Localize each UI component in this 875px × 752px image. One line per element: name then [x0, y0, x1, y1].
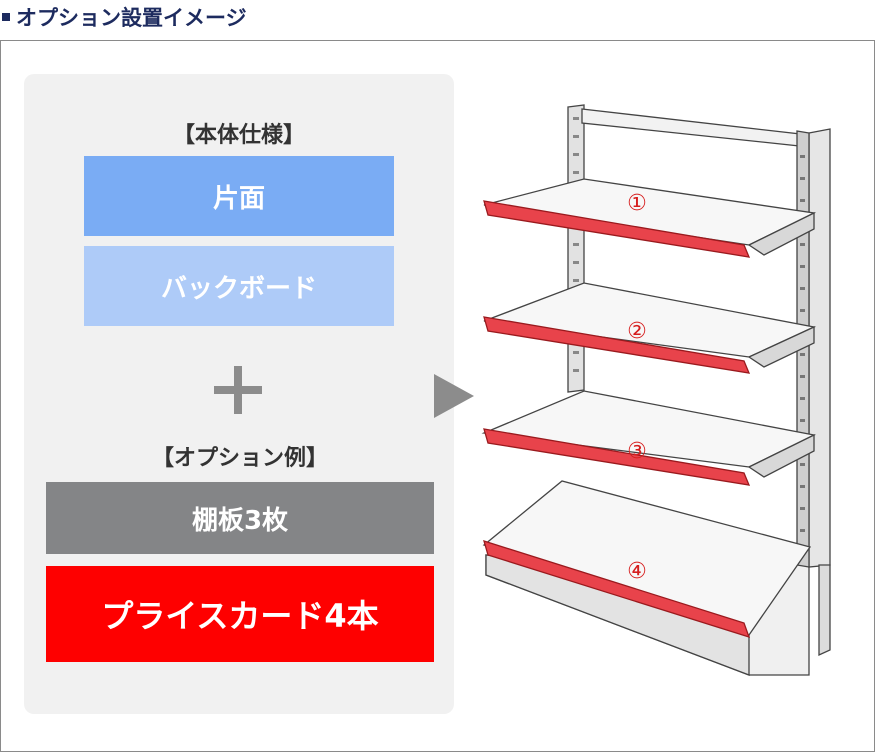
- plus-icon: [214, 366, 262, 414]
- price-card-2: [483, 316, 751, 374]
- spec-heading: 【本体仕様】: [172, 123, 305, 148]
- spec-item-single-sided: 片面: [84, 156, 394, 236]
- page-title: オプション設置イメージ: [2, 0, 247, 36]
- option-item-price-cards: プライスカード4本: [46, 566, 434, 662]
- marker-2: ②: [627, 319, 647, 344]
- option-item-shelves: 棚板3枚: [46, 482, 434, 554]
- price-card-3: [483, 428, 751, 486]
- marker-1: ①: [627, 191, 647, 216]
- marker-3: ③: [627, 439, 647, 464]
- marker-4: ④: [627, 559, 647, 584]
- page-title-text: オプション設置イメージ: [16, 6, 247, 30]
- triangle-right-icon: [434, 374, 474, 418]
- spec-item-backboard: バックボード: [84, 246, 394, 326]
- shelf-illustration: ① ② ③ ④: [481, 104, 831, 676]
- price-card-1: [483, 200, 751, 258]
- options-heading: 【オプション例】: [151, 446, 328, 471]
- price-card-4: [483, 540, 751, 639]
- square-bullet-icon: [2, 13, 10, 21]
